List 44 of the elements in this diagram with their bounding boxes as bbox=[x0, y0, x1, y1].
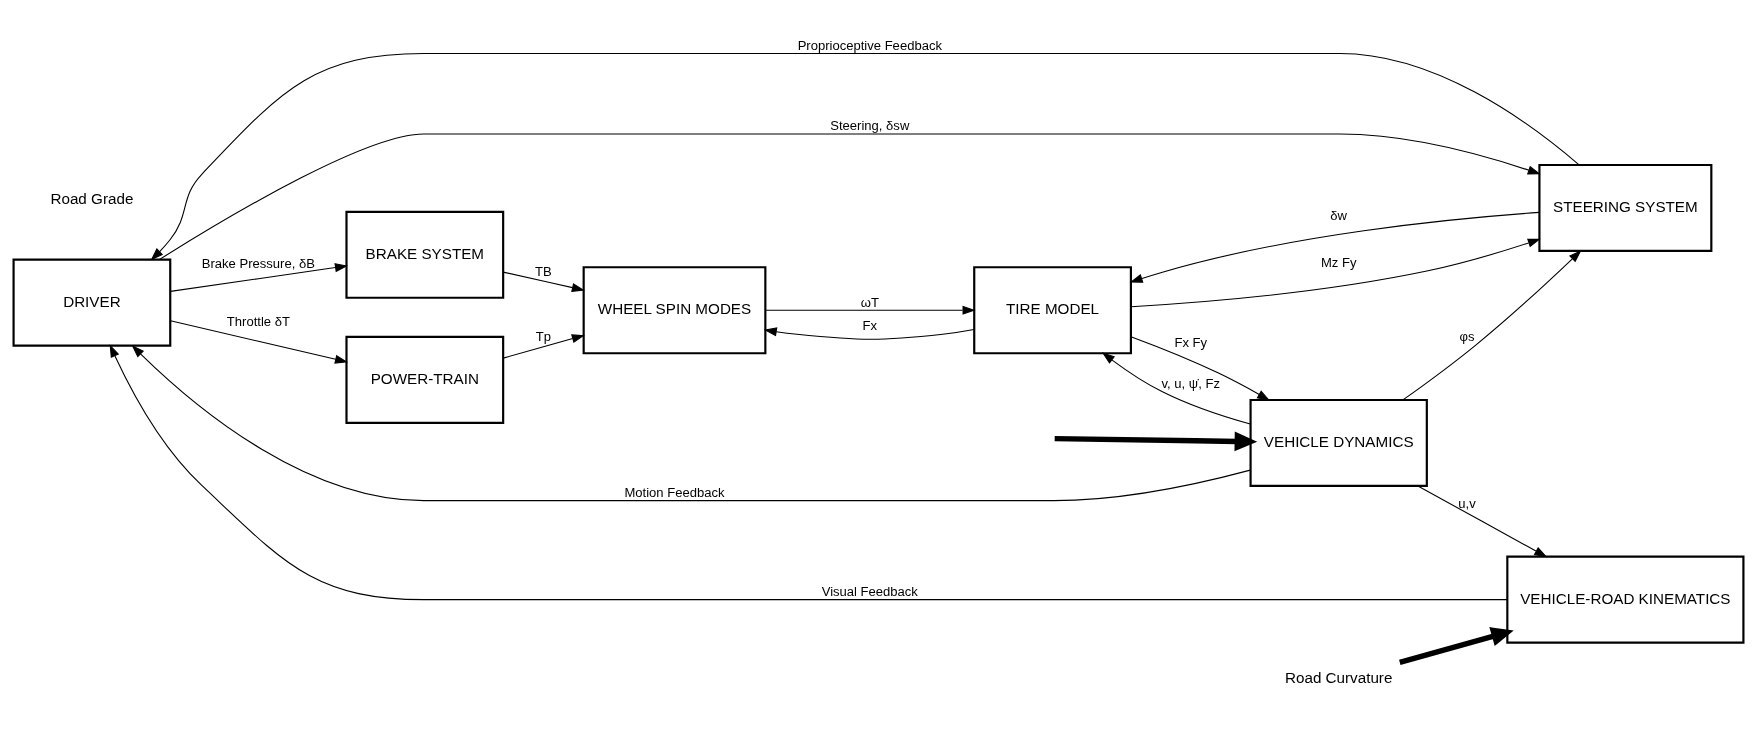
arrow bbox=[1054, 431, 1258, 451]
node-box: POWER-TRAIN bbox=[345, 335, 505, 424]
arrow bbox=[170, 262, 349, 292]
node-box: DRIVER bbox=[12, 258, 172, 347]
arrow bbox=[502, 333, 585, 359]
arrow bbox=[170, 319, 348, 364]
edge-label: Fx Fy bbox=[1174, 334, 1208, 350]
edge-label: Tp bbox=[535, 328, 552, 344]
node-box: STEERING SYSTEM bbox=[1538, 163, 1713, 252]
arrow bbox=[1417, 484, 1548, 557]
arrow bbox=[131, 344, 1251, 501]
edge-label: Throttle δT bbox=[226, 313, 290, 329]
edge-label: Mz Fy bbox=[1320, 254, 1357, 270]
edge-label: v, u, ψ̇, Fz bbox=[1161, 375, 1220, 391]
arrow bbox=[109, 343, 1508, 600]
edge-label: Visual Feedback bbox=[821, 583, 918, 599]
arrow bbox=[1130, 335, 1271, 401]
node-text: Road Curvature bbox=[1284, 668, 1393, 686]
arrow bbox=[1130, 238, 1541, 307]
node-box: WHEEL SPIN MODES bbox=[582, 265, 767, 354]
arrow bbox=[765, 305, 976, 315]
arrow bbox=[158, 132, 1541, 260]
arrow bbox=[1101, 351, 1251, 425]
label: Road Grade bbox=[50, 189, 134, 207]
node-box: BRAKE SYSTEM bbox=[345, 210, 505, 299]
node-box: VEHICLE DYNAMICS bbox=[1249, 398, 1428, 487]
arrow bbox=[1402, 249, 1582, 400]
arrow bbox=[1399, 626, 1514, 665]
arrow bbox=[502, 271, 585, 292]
edge-label: δw bbox=[1330, 207, 1348, 223]
edge-label: Motion Feedback bbox=[624, 484, 725, 500]
arrow bbox=[150, 52, 1580, 261]
node-box: VEHICLE-ROAD KINEMATICS bbox=[1506, 555, 1745, 644]
edge-label: Steering, δsw bbox=[830, 117, 910, 133]
edge-label: Proprioceptive Feedback bbox=[797, 37, 942, 53]
edge-label: Brake Pressure, δB bbox=[201, 255, 315, 271]
edge-label: ωT bbox=[860, 294, 879, 310]
edge-label: φs bbox=[1459, 328, 1475, 344]
node-box: TIRE MODEL bbox=[973, 265, 1132, 354]
arrow bbox=[1129, 211, 1540, 283]
arrow bbox=[763, 326, 975, 340]
edge-label: Fx bbox=[862, 317, 878, 333]
edge-label: u,v bbox=[1458, 495, 1476, 511]
edge-label: TB bbox=[535, 263, 552, 279]
